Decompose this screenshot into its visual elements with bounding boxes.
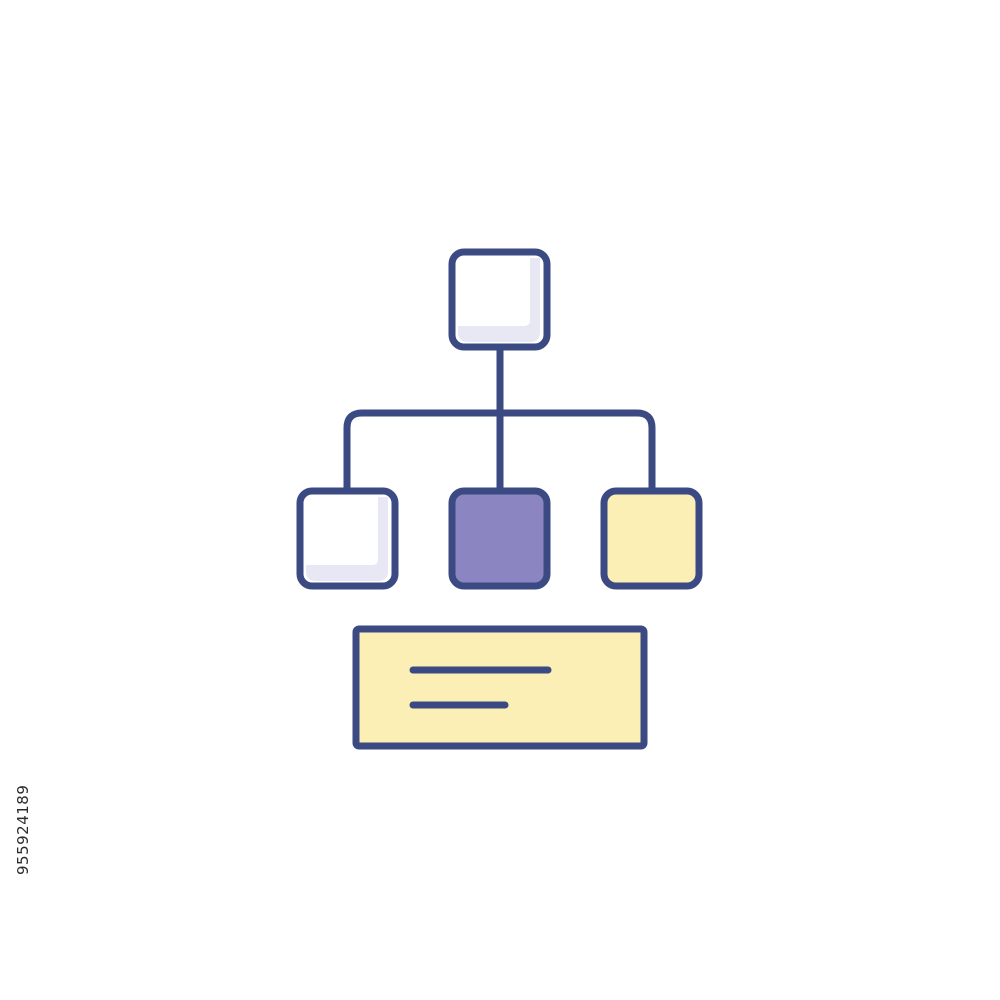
node-left-shade: [306, 497, 388, 581]
node-top: [448, 248, 551, 351]
node-right: [600, 487, 703, 590]
connector-lines: [343, 343, 656, 496]
node-left: [296, 487, 399, 590]
note-card: [352, 625, 648, 750]
connector-branch: [343, 409, 656, 496]
node-top-shade: [458, 258, 540, 342]
node-middle: [448, 487, 551, 590]
stock-image-id: 955924189: [14, 784, 32, 876]
